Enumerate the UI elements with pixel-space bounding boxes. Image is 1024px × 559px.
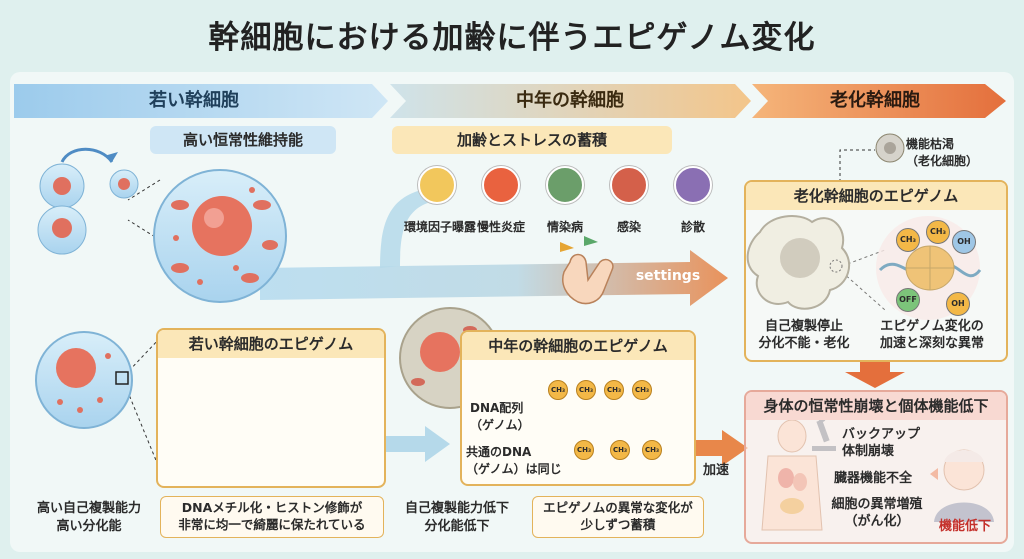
old-left-label: 自己複製停止 分化不能・老化: [748, 318, 860, 352]
middle-capacity-line1: 自己複製能力低下: [404, 501, 509, 516]
middle-caption-line2: 少しずつ蓄積: [580, 517, 656, 532]
methyl-mark: CH₃: [610, 440, 630, 460]
young-epigenome-title: 若い幹細胞のエピゲノム: [158, 330, 384, 358]
stage-label-middle: 中年の幹細胞: [516, 90, 624, 111]
young-capacity-line2: 高い分化能: [56, 519, 122, 534]
young-stem-cell-small-icon: [37, 147, 139, 255]
germ-icon: [610, 166, 648, 204]
decline-label: 機能低下: [938, 519, 991, 534]
senescent-cell-icon: [746, 215, 851, 310]
young-caption: DNAメチル化・ヒストン修飾が 非常に均一で綺麗に保たれている: [160, 496, 384, 538]
old-right-line1: エピゲノム変化の: [880, 319, 984, 334]
methyl-mark: CH₃: [548, 380, 568, 400]
backup-label: バックアップ 体制崩壊: [842, 426, 952, 460]
methyl-mark: CH₃: [604, 380, 624, 400]
middle-caption-line1: エピゲノムの異常な変化が: [543, 500, 693, 515]
middle-epigenome-title: 中年の幹細胞のエピゲノム: [462, 332, 694, 360]
young-stem-cell-large-icon: [153, 169, 287, 303]
middle-capacity-line2: 分化能低下: [424, 519, 490, 534]
stress-factor-item: 診散: [660, 166, 726, 235]
old-epigenome-title: 老化幹細胞のエピゲノム: [746, 182, 1006, 210]
collapse-title: 身体の恒常性崩壊と個体機能低下: [746, 392, 1006, 420]
flame-icon: [482, 166, 520, 204]
aberrant-mark: OH: [946, 292, 970, 316]
stage-label-young: 若い幹細胞: [149, 90, 239, 111]
shared-dna-line2: （ゲノム）は同じ: [466, 462, 562, 476]
aberrant-mark: CH₃: [896, 228, 920, 252]
shared-dna-line1: 共通のDNA: [466, 445, 532, 459]
methyl-mark: CH₃: [632, 380, 652, 400]
microbe-icon: [674, 166, 712, 204]
factory-icon: [418, 166, 456, 204]
organ-failure-label: 臓器機能不全: [834, 471, 913, 486]
exhausted-line1: 機能枯渇: [906, 137, 955, 151]
exhausted-label: 機能枯渇 （老化細胞）: [906, 136, 996, 170]
middle-epigenome-box: 中年の幹細胞のエピゲノム: [460, 330, 696, 486]
flow-arrow-label: settings: [635, 268, 701, 284]
page-title: 幹細胞における加齢に伴うエピゲノム変化: [208, 20, 816, 56]
stress-factor-label: 情染病: [546, 220, 583, 234]
stress-factor-label: 環境因子曝露: [404, 220, 477, 234]
hand-touch-icon: [560, 236, 614, 305]
dna-sequence-label-line2: （ゲノム）: [470, 418, 530, 432]
aberrant-mark: OH: [952, 230, 976, 254]
methyl-mark: CH₃: [642, 440, 662, 460]
accelerate-label: 加速: [702, 463, 729, 478]
stress-factor-item: 環境因子曝露: [404, 166, 477, 235]
shared-dna-label: 共通のDNA （ゲノム）は同じ: [466, 444, 566, 478]
dna-sequence-label: DNA配列 （ゲノム）: [470, 400, 540, 434]
cancer-label: 細胞の異常増殖 （がん化）: [822, 496, 932, 530]
stress-factor-label: 感染: [616, 220, 641, 234]
virus-cluster-icon: [546, 166, 584, 204]
old-left-line2: 分化不能・老化: [758, 336, 850, 351]
old-epigenome-box: 老化幹細胞のエピゲノム: [744, 180, 1008, 362]
stage-banner-middle: [390, 84, 751, 118]
cancer-line2: （がん化）: [844, 514, 910, 529]
young-caption-line1: DNAメチル化・ヒストン修飾が: [181, 500, 363, 515]
old-right-line2: 加速と深刻な異常: [879, 336, 984, 351]
old-right-label: エピゲノム変化の 加速と深刻な異常: [864, 318, 1000, 352]
young-stem-cell-detail-icon: [35, 331, 133, 429]
stage-banner-young: [14, 84, 388, 118]
methyl-mark: CH₃: [574, 440, 594, 460]
stress-factor-item: 情染病: [532, 166, 598, 235]
stress-factor-label: 慢性炎症: [476, 220, 525, 234]
stage-banner-old: [752, 84, 1006, 118]
stage-label-old: 老化幹細胞: [830, 90, 920, 111]
cancer-line1: 細胞の異常増殖: [831, 497, 923, 512]
stress-factor-list: 環境因子曝露慢性炎症 情染病 感染 診散: [404, 166, 724, 238]
young-capacity-line1: 高い自己複製能力: [36, 501, 141, 516]
old-left-line1: 自己複製停止: [764, 319, 843, 334]
young-caption-line2: 非常に均一で綺麗に保たれている: [178, 517, 366, 532]
stress-factor-item: 感染: [596, 166, 662, 235]
backup-line2: 体制崩壊: [842, 444, 895, 459]
stress-factor-item: 慢性炎症: [468, 166, 534, 235]
methyl-mark: CH₃: [576, 380, 596, 400]
stress-factor-label: 診散: [680, 220, 705, 234]
exhausted-line2: （老化細胞）: [906, 154, 979, 168]
aberrant-mark: OFF: [896, 288, 920, 312]
backup-line1: バックアップ: [842, 427, 921, 442]
young-feature-label: 高い恒常性維持能: [150, 126, 336, 154]
young-epigenome-box: 若い幹細胞のエピゲノム: [156, 328, 386, 488]
aberrant-mark: CH₃: [926, 220, 950, 244]
middle-caption: エピゲノムの異常な変化が 少しずつ蓄積: [532, 496, 704, 538]
collapse-box: 身体の恒常性崩壊と個体機能低下: [744, 390, 1008, 544]
middle-feature-label: 加齢とストレスの蓄積: [392, 126, 672, 154]
dna-sequence-label-line1: DNA配列: [470, 401, 524, 415]
